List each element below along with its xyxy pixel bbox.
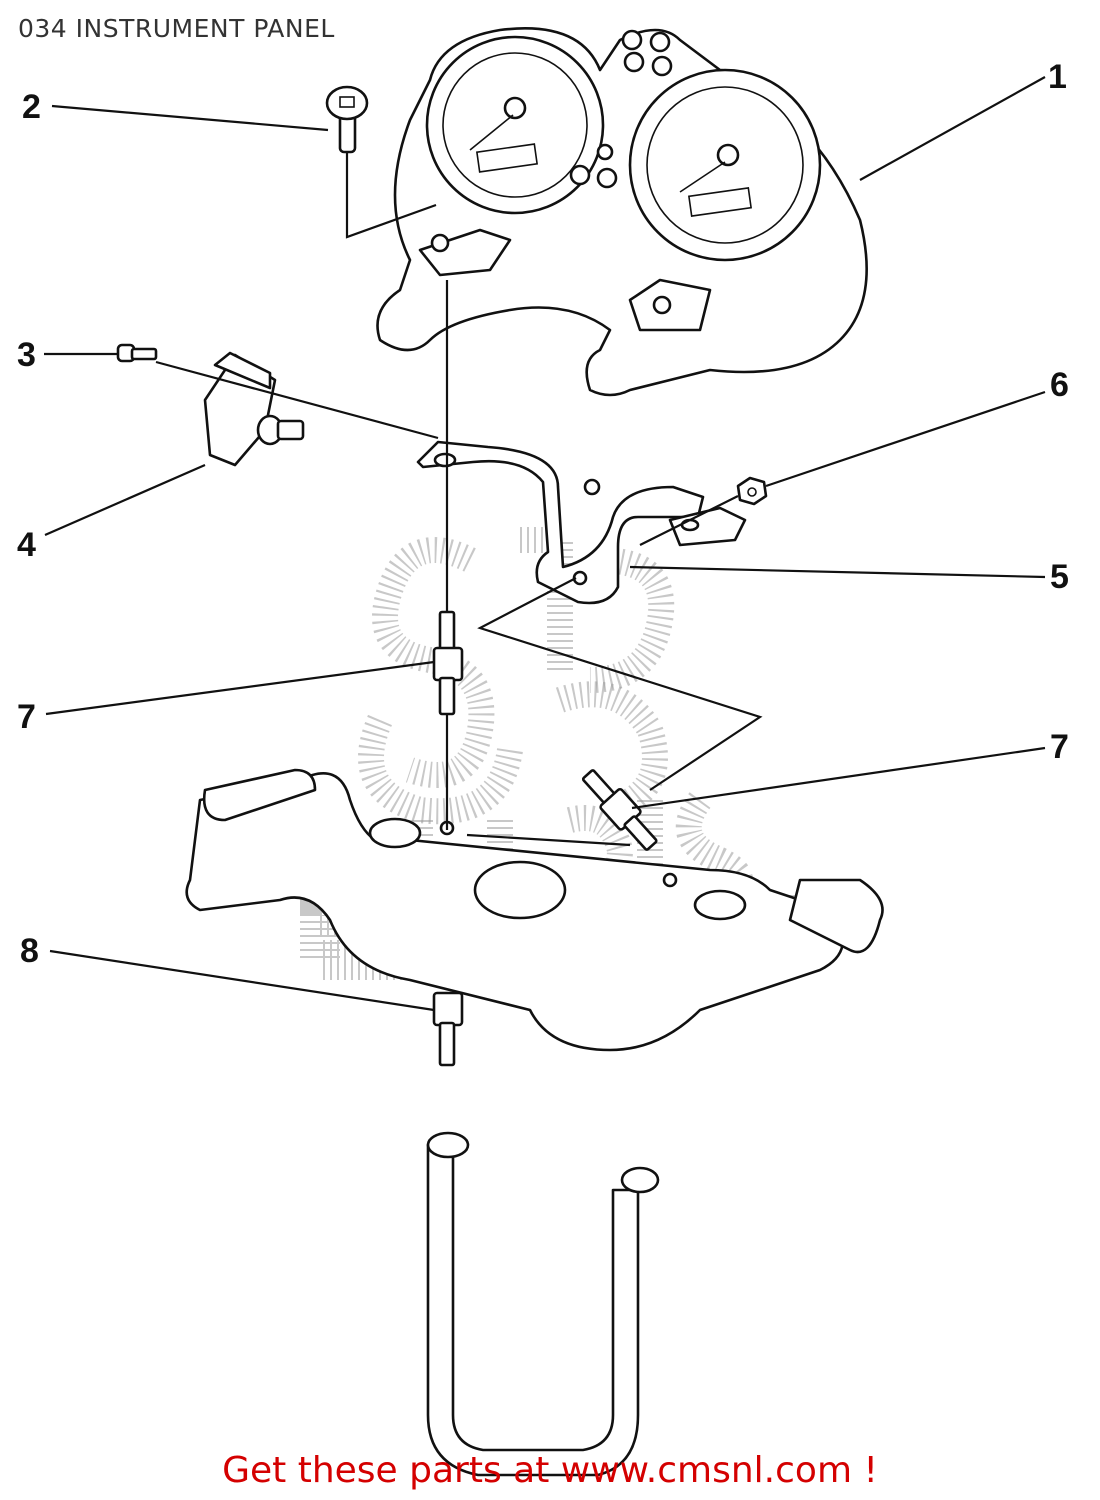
callout-6: 6 [1050,366,1069,404]
spacer-stud-part [581,769,658,851]
page-title: 034 INSTRUMENT PANEL [18,14,335,43]
u-tube-part [426,1131,660,1477]
sensor-part [203,351,305,467]
callout-8: 8 [20,932,39,970]
callout-7b: 7 [1050,728,1069,766]
callout-4: 4 [17,526,36,564]
callout-7a: 7 [17,698,36,736]
callout-3: 3 [17,336,36,374]
callout-5: 5 [1050,558,1069,596]
spacer-stud-part [432,610,464,716]
footer-promo-text: Get these parts at www.cmsnl.com ! [222,1450,878,1491]
spacer-part [432,991,464,1067]
callout-labels: 1 2 3 4 5 6 7 7 8 [17,58,1069,970]
top-yoke-part [185,768,884,1052]
bracket-part [416,440,747,605]
instrument-cluster-part [376,27,868,397]
leader-lines [44,76,1046,1012]
callout-1: 1 [1048,58,1067,96]
callout-2: 2 [22,88,41,126]
screw-part [325,85,369,154]
small-screw-part [116,343,158,363]
nut-part [736,476,768,506]
